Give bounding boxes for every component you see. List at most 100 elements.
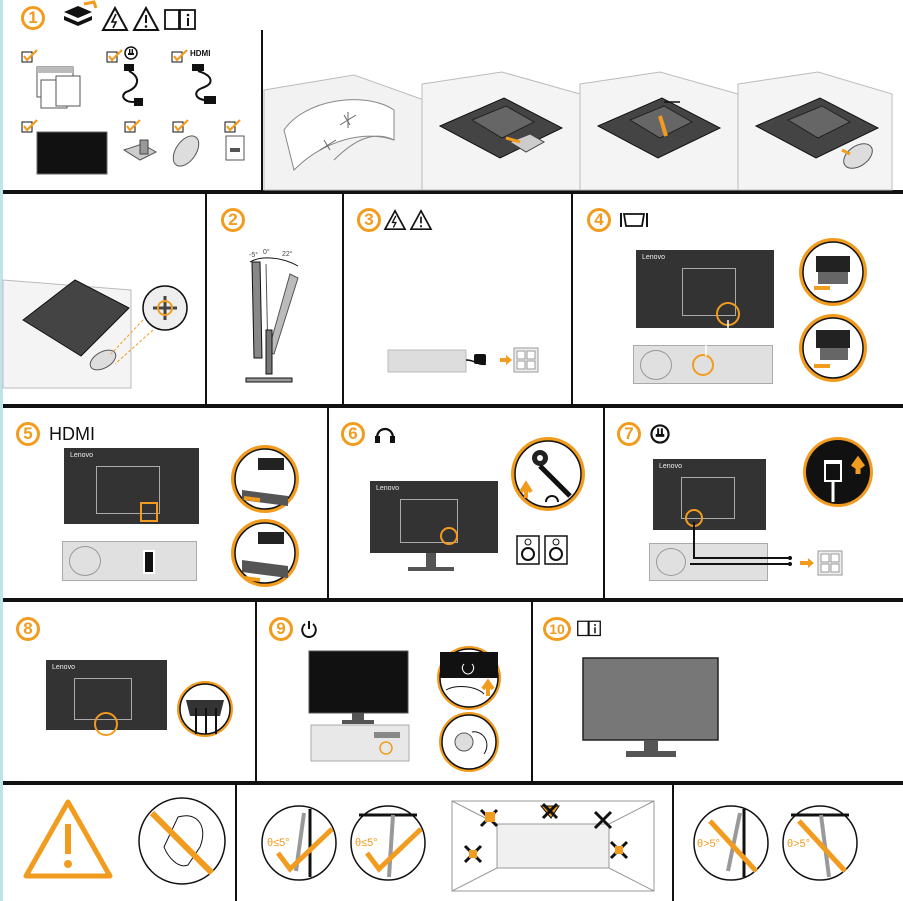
stand-base-icon [172,135,200,167]
col-divider [531,602,533,781]
monitor-power-zoom [437,646,501,710]
step-10-badge: 10 [543,617,571,641]
power-plug-icon [124,46,138,60]
pc-tower [649,543,768,581]
col-divider [205,194,207,404]
col-divider [603,408,605,598]
col-divider [255,602,257,781]
pc-front [310,724,410,762]
tilt-ok-zoom-1 [261,805,337,881]
power-cable-icon [122,64,143,106]
pc-power-zoom [439,712,499,772]
monitor-front [582,657,719,757]
row-divider-3 [3,598,903,602]
warning-icon [409,209,433,230]
monitor-back: Lenovo [370,481,498,553]
speakers-icon [516,535,568,565]
attach-stand-scene-1 [421,71,581,191]
attach-base-scene [737,71,893,191]
hdmi-connect-zoom-1 [231,445,299,513]
warning-shock-icon [101,5,129,31]
col-divider [327,408,329,598]
tilt-diagram [245,257,299,383]
row-divider-4 [3,781,903,785]
left-border [0,0,3,901]
vga-cable-line [705,320,729,356]
col-divider [342,194,344,404]
monitor-front [308,650,409,724]
checkbox-icon [21,119,38,133]
no-touch-screen-icon [138,797,226,885]
step-8-badge: 8 [16,617,40,641]
audio-connect-zoom [511,437,585,511]
checkbox-icon [224,119,241,133]
monitor-back: Lenovo [64,448,199,524]
step-4-badge: 4 [587,208,611,232]
hdmi-connect-zoom-2 [231,519,299,587]
step-1-badge: 1 [21,6,45,30]
col-divider [261,30,263,190]
attach-stand-scene-2 [579,71,739,191]
tilt-minus-label: -5° [249,252,259,259]
stand-arm-icon [122,139,158,161]
manual-icon [577,620,601,637]
room-mount-diagram [451,800,655,892]
angle-gt-label: θ>5° [787,838,811,850]
cable-clip-zoom [177,681,233,737]
checkbox-icon [124,119,141,133]
tilt-ok-zoom-2 [350,805,426,881]
warning-large-icon [23,799,113,879]
monitor-unbox-scene [263,74,425,191]
monitor-stand [408,553,454,571]
pc-tower [633,345,773,384]
checkbox-icon [172,119,189,133]
tilt-bad-zoom-1 [693,805,769,881]
tilt-zero-label: 0° [263,249,270,256]
angle-gt-label: θ>5° [697,838,721,850]
brand-label: Lenovo [70,452,93,459]
monitor-panel-icon [36,131,108,175]
power-plug-icon [650,424,670,444]
power-cable-lines [690,522,792,566]
base-screw-scene [2,279,188,389]
tilt-bad-zoom-2 [782,805,858,881]
power-connect-zoom [803,437,873,507]
brand-label: Lenovo [659,463,682,470]
box-open-icon [64,0,98,26]
step-3-badge: 3 [357,208,381,232]
headphone-icon [375,427,395,443]
row-divider-2 [3,404,903,408]
brand-label: Lenovo [376,485,399,492]
step-9-badge: 9 [269,617,293,641]
tilt-plus-label: 22° [282,251,293,258]
screw-bag-icon [225,135,245,161]
step-5-badge: 5 [16,422,40,446]
hdmi-cable-icon [192,64,216,104]
brand-label: Lenovo [642,254,665,261]
step-2-badge: 2 [221,208,245,232]
row-divider-1 [3,190,903,194]
power-outlet-icon [800,550,843,576]
col-divider [235,785,237,901]
brand-label: Lenovo [52,664,75,671]
col-divider [571,194,573,404]
power-off-scene [387,347,539,373]
power-icon [301,621,317,639]
angle-le-label: θ≤5° [355,837,378,849]
vga-connect-zoom-1 [799,238,867,306]
pc-tower [62,541,197,581]
step-6-badge: 6 [341,422,365,446]
angle-le-label: θ≤5° [267,837,290,849]
document-stack-icon [36,66,81,109]
col-divider [672,785,674,901]
checkbox-icon [106,49,123,63]
step-7-badge: 7 [617,422,641,446]
checkbox-icon [171,49,188,63]
checkbox-icon [21,49,38,63]
vga-icon [620,213,648,227]
monitor-back: Lenovo [46,660,167,736]
warning-icon [132,5,160,31]
step-5-title: HDMI [49,424,95,444]
manual-icon [164,9,196,30]
vga-connect-zoom-2 [799,314,867,382]
